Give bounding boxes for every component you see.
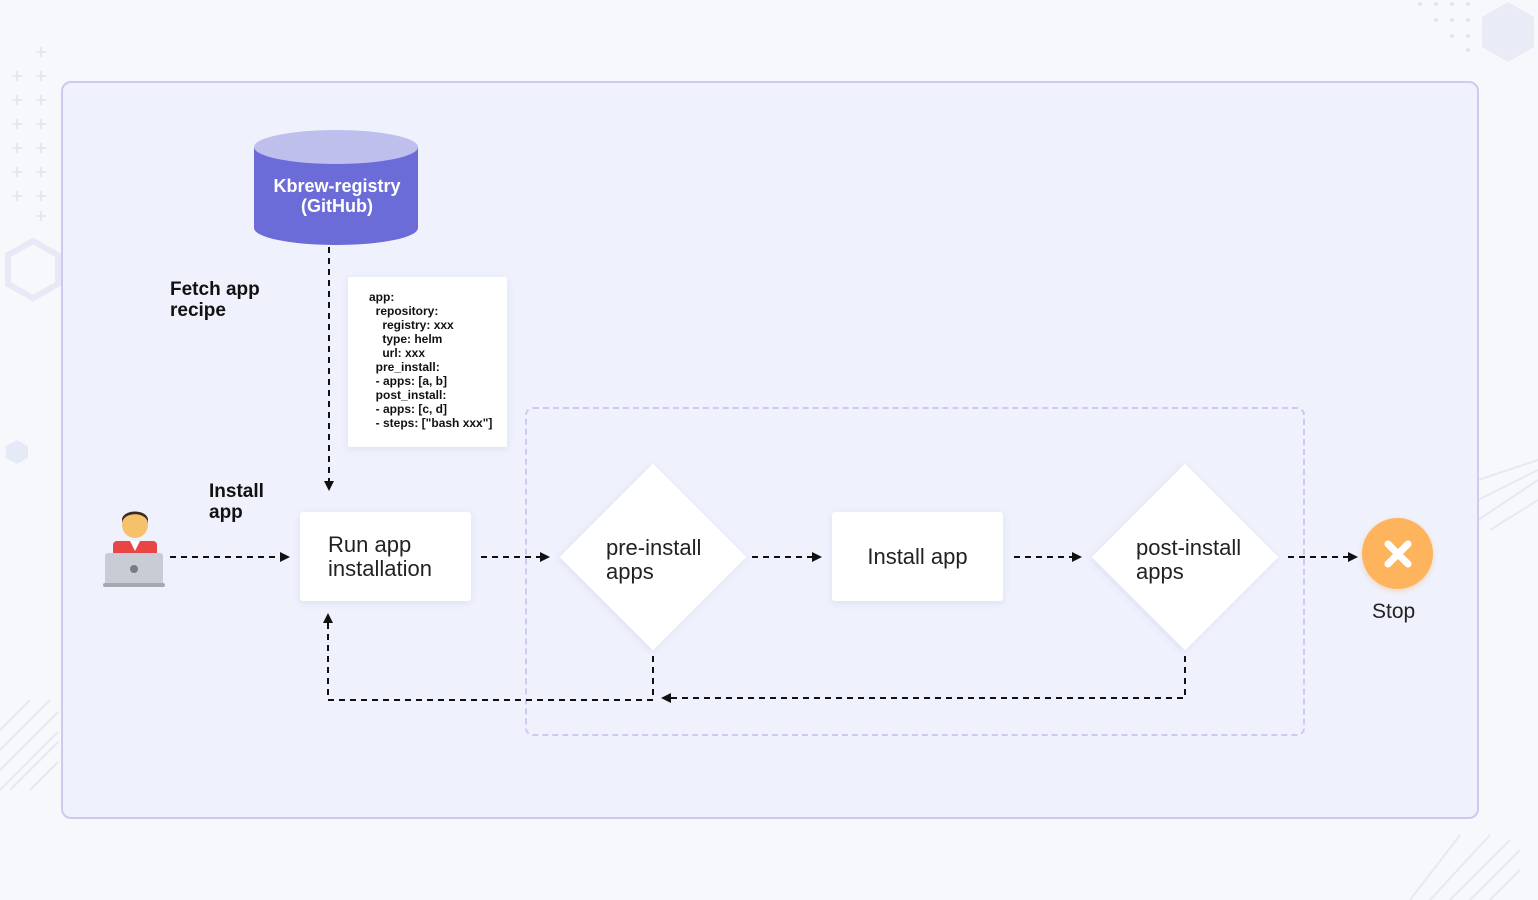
stop-label: Stop <box>1372 600 1416 623</box>
stop-node <box>1362 518 1433 589</box>
close-icon <box>1384 540 1411 567</box>
pre-install-label: pre-install apps <box>606 535 702 584</box>
registry-top <box>254 130 418 164</box>
arrow-post-back-to-pre <box>661 656 1186 703</box>
fetch-recipe-label: Fetch app recipe <box>170 279 260 321</box>
install-app-label: Install app <box>209 481 264 523</box>
registry-body <box>254 147 418 245</box>
user-laptop-icon <box>103 511 165 587</box>
post-install-label: post-install apps <box>1136 535 1242 584</box>
recipe-yaml-card: app: repository: registry: xxx type: hel… <box>348 277 507 447</box>
post-install-apps-node: post-install apps <box>1091 463 1279 651</box>
registry-label: Kbrew-registry (GitHub) <box>273 176 401 216</box>
install-steps-group <box>525 407 1305 736</box>
pre-install-apps-node: pre-install apps <box>559 463 747 651</box>
run-app-installation-node: Run app installation <box>300 512 471 601</box>
arrow-pre-back-to-run <box>323 613 654 701</box>
install-app-node: Install app <box>832 512 1003 601</box>
